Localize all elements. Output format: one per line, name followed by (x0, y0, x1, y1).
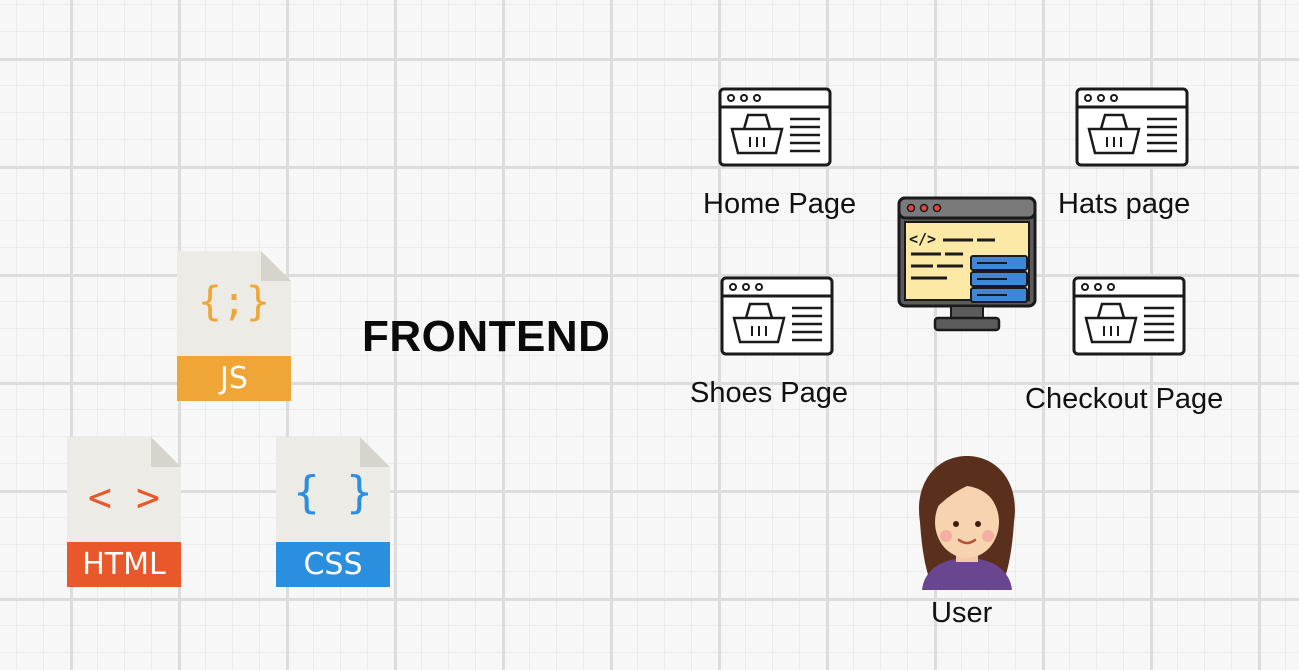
svg-text:</>: </> (909, 230, 936, 248)
shoes-page-label: Shoes Page (690, 377, 849, 409)
html-label: HTML (82, 547, 166, 582)
hats-page-browser-icon (1075, 87, 1189, 172)
checkout-page-label: Checkout Page (1025, 383, 1224, 415)
hats-page-label: Hats page (1058, 188, 1191, 220)
css-file-icon: { } CSS (274, 437, 392, 589)
diagram-title: FRONTEND (362, 312, 611, 361)
js-file-icon: {;} JS (175, 251, 293, 403)
js-label: JS (220, 361, 248, 396)
user-label: User (931, 597, 993, 629)
shoes-page-browser-icon (720, 276, 834, 361)
css-glyph: { } (293, 467, 373, 518)
html-file-icon: < > HTML (65, 437, 183, 589)
css-label: CSS (303, 547, 363, 582)
home-page-browser-icon (718, 87, 832, 172)
checkout-page-browser-icon (1072, 276, 1186, 361)
html-glyph: < > (87, 475, 161, 521)
user-avatar-icon (912, 452, 1022, 595)
code-server-icon: </> (897, 196, 1039, 343)
js-glyph: {;} (197, 279, 271, 325)
home-page-label: Home Page (703, 188, 857, 220)
